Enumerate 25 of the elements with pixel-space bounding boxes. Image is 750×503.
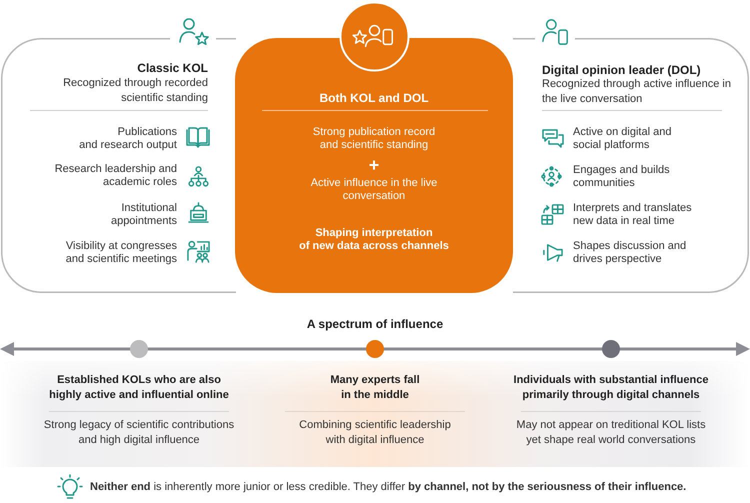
box-text: Active influence in the live conversation	[310, 176, 438, 202]
box-title: Both KOL and DOL	[319, 90, 429, 106]
feature-text: Active on digital and social platforms	[573, 126, 672, 152]
column-text: May not appear on treditional KOL lists yet shape real world conversations	[516, 418, 706, 448]
box-subtitle: Recognized through recorded scientific standing	[63, 76, 208, 106]
plus-sign: +	[368, 156, 380, 174]
feature-text: Shapes discussion and drives perspective	[573, 240, 686, 266]
column-heading: Established KOLs who are also highly active and influential online	[49, 372, 229, 402]
column-heading: Many experts fall in the middle	[330, 372, 420, 402]
box-text: Strong publication record and scientific standing	[312, 126, 436, 152]
feature-text: Engages and builds communities	[573, 164, 670, 190]
feature-text: Visibility at congresses and scientific meetings	[66, 240, 177, 266]
feature-text: Research leadership and academic roles	[54, 162, 177, 188]
feature-text: Institutional appointments	[110, 202, 177, 228]
feature-text: Interprets and translates new data in real time	[573, 202, 692, 228]
box-title: Digital opinion leader (DOL)	[542, 62, 701, 78]
box-subtitle: Recognized through active influence in the live conversation	[542, 76, 731, 106]
highlight-text: Shaping interpretation of new data across channels	[299, 226, 449, 252]
note-text: Neither end is inherently more junior or less credible. They differ by channel, not by the seriousness of their influence.	[90, 480, 686, 495]
column-heading: Individuals with substantial influence primarily through digital channels	[514, 372, 708, 402]
column-text: Strong legacy of scientific contributions and high digital influence	[44, 418, 234, 448]
feature-text: Publications and research output	[79, 126, 177, 152]
box-title: Classic KOL	[137, 60, 208, 76]
section-heading: A spectrum of influence	[306, 317, 444, 332]
column-text: Combining scientific leadership with digital influence	[299, 418, 451, 448]
